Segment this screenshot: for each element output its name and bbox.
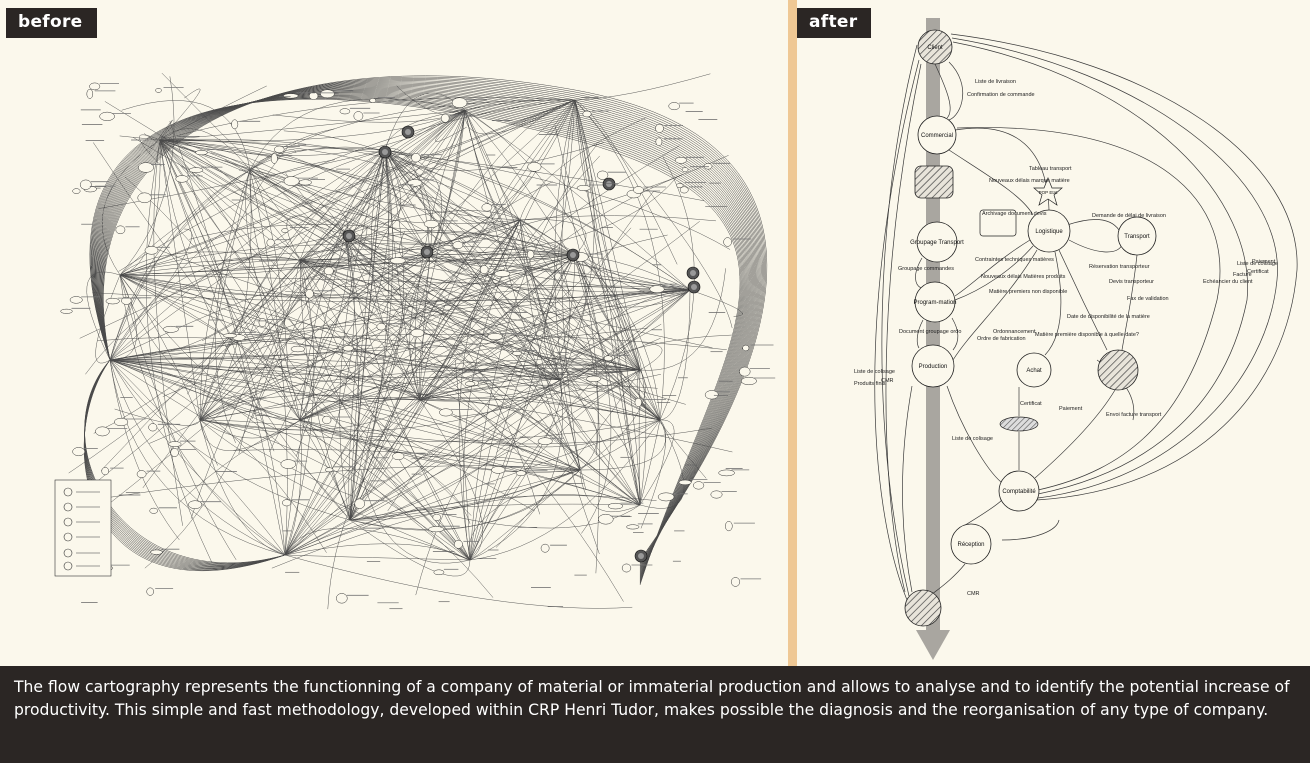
node-production-label: Production xyxy=(919,364,948,370)
before-panel: before xyxy=(6,8,776,610)
flow-label: Ordre de fabrication xyxy=(977,336,1026,342)
node-transport-label: Transport xyxy=(1124,234,1150,240)
flow-edge xyxy=(1001,519,1060,541)
flow-label: Nouveaux délais marque matière xyxy=(989,178,1070,184)
flow-edge xyxy=(915,257,923,289)
node-client-top xyxy=(917,29,953,65)
flow-label: Devis transporteur xyxy=(1109,279,1154,285)
node-hatched-right xyxy=(1097,349,1139,391)
before-flow-map xyxy=(54,72,776,610)
node-archivage-box xyxy=(979,209,1017,237)
flow-label: Nouveaux délais Matières produits xyxy=(981,274,1066,280)
node-client-bottom xyxy=(904,589,942,627)
flow-label: Liste de colisage xyxy=(952,436,993,442)
before-label: before xyxy=(6,8,97,38)
flow-label: Echéancier du client xyxy=(1203,279,1253,285)
flow-edge xyxy=(885,63,922,593)
node-commercial xyxy=(917,115,957,155)
node-programmation xyxy=(914,281,956,323)
flow-label: Réservation transporteur xyxy=(1089,264,1150,270)
spine-bar xyxy=(926,18,940,636)
flow-edge xyxy=(954,245,1034,301)
flow-label: Matière première disponible à quelle dat… xyxy=(1035,332,1139,338)
flow-edge xyxy=(950,33,1298,501)
flow-label: Tableau transport xyxy=(1029,166,1072,172)
flow-label: Certificat xyxy=(1020,401,1042,407)
flow-label: Facture xyxy=(1233,272,1252,278)
flow-edge xyxy=(1058,249,1108,351)
caption-text: The flow cartography represents the func… xyxy=(14,678,1290,719)
node-reception-label: Réception xyxy=(957,542,984,548)
node-reception xyxy=(950,523,992,565)
spine-arrow xyxy=(916,630,950,660)
node-pop-star xyxy=(1033,177,1063,206)
caption-bar: The flow cartography represents the func… xyxy=(0,666,1310,763)
flow-label: Produits finis xyxy=(854,381,886,387)
node-groupage xyxy=(916,221,958,263)
node-logistique-label: Logistique xyxy=(1035,229,1063,235)
flow-edge xyxy=(951,317,959,351)
flow-edge xyxy=(1066,219,1120,231)
flow-label: Certificat xyxy=(1247,269,1269,275)
flow-edge xyxy=(952,41,1248,495)
flow-edge xyxy=(934,63,951,119)
flow-edge xyxy=(951,37,1278,499)
after-flow-map: Client Commercial Groupage Transport Pro… xyxy=(854,18,1298,660)
flow-label: Fax de validation xyxy=(1127,296,1169,302)
flow-label: Liste de colisage xyxy=(1237,261,1278,267)
node-logistique xyxy=(1027,209,1071,253)
node-commercial-label: Commercial xyxy=(921,133,953,139)
flow-edge xyxy=(881,44,918,597)
node-pop-label: POP Etat xyxy=(1039,190,1058,195)
flow-label: Archivage document devis xyxy=(982,211,1047,217)
flow-edge xyxy=(1068,239,1123,253)
flow-edge xyxy=(946,385,1002,483)
flow-edge xyxy=(874,59,920,601)
flow-label: Paiement xyxy=(1059,406,1083,412)
flow-edge xyxy=(956,127,1221,491)
flow-label: Contraintes techniques matières xyxy=(975,257,1054,263)
node-client-top-label: Client xyxy=(927,45,943,51)
flow-label: Groupage commandes xyxy=(898,266,954,272)
flow-edge xyxy=(902,385,913,593)
flow-label: Date de disponibilité de la matière xyxy=(1067,314,1150,320)
flow-label: Ordonnancement xyxy=(993,329,1036,335)
panel-divider xyxy=(788,0,797,666)
node-achat-label: Achat xyxy=(1026,368,1042,374)
flow-edge xyxy=(948,61,964,121)
flow-label: CMR xyxy=(881,378,894,384)
node-hatched-box xyxy=(914,165,954,199)
node-comptabilite-label: Comptabilité xyxy=(1002,489,1036,495)
node-programmation-label: Program-mation xyxy=(913,300,956,306)
flow-label: Liste de livraison xyxy=(975,79,1016,85)
flow-edge xyxy=(948,149,1034,216)
node-achat xyxy=(1016,352,1052,388)
flow-edge xyxy=(952,249,1038,361)
flow-label: Confirmation de commande xyxy=(967,92,1035,98)
flow-label: Demande de délai de livraison xyxy=(1092,213,1166,219)
after-panel: after Client Commercial Groupage Transpo… xyxy=(797,0,1310,666)
flow-edge xyxy=(916,319,924,349)
node-groupage-label: Groupage Transport xyxy=(910,240,964,246)
flow-label: Liste de colisage xyxy=(854,369,895,375)
node-hatched-oval xyxy=(999,416,1039,432)
node-comptabilite xyxy=(998,470,1040,512)
flow-edge xyxy=(1034,389,1116,479)
after-label: after xyxy=(797,8,872,38)
flow-edge xyxy=(1044,251,1062,356)
flow-label: Matière premiers non disponible xyxy=(989,289,1067,295)
flow-edge xyxy=(1121,254,1138,351)
flow-edge xyxy=(954,239,1031,297)
flow-label: CMR xyxy=(967,591,980,597)
node-transport xyxy=(1117,216,1157,256)
node-production xyxy=(911,344,955,388)
flow-label: Paiement xyxy=(1252,259,1276,265)
flow-label: Document groupage ordo xyxy=(899,329,961,335)
flow-label: Envoi facture transport xyxy=(1106,412,1162,418)
